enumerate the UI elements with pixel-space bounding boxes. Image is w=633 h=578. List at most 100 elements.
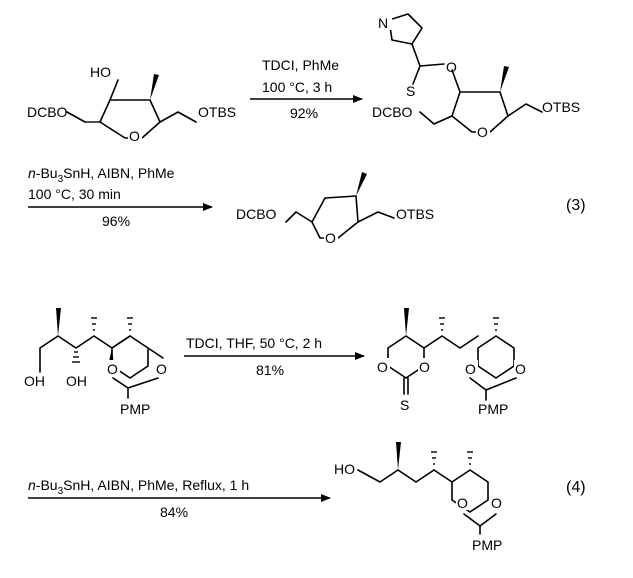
eq4-prod-o2-bg [490,494,504,510]
eq3-sm-dcbo-label: DCBO [27,104,68,120]
eq4-int-o4-bg [514,360,528,376]
eq4-sm-methyl3-hash [127,317,133,331]
eq3-prod-dcbo-label: DCBO [236,206,277,222]
eq4-prod-methyl2-hash [431,451,437,465]
eq4-int-o4: O [515,361,526,377]
eq4-step2-sub: 3 [58,486,64,497]
eq4-step2: n-Bu3SnH, AIBN, PhMe, Reflux, 1 h 84% [28,477,331,520]
eq4-prod-o1-bg [456,494,470,510]
eq3-int-dcbo-label: DCBO [372,104,413,120]
eq4-sm-pmp: PMP [120,401,150,417]
eq4-sm-oh2-hash [72,351,80,363]
eq3-int-otbs-label: OTBS [542,99,580,115]
eq4-int-cs-double [403,377,409,395]
eq4-prod-acetal [463,513,497,527]
eq3-step2-bu: -Bu [36,165,58,181]
eq3-step1-reagents: TDCI, PhMe [262,57,339,73]
eq4-prod-methyl1-wedge [396,442,401,470]
eq4-step1-reagents: TDCI, THF, 50 °C, 2 h [186,335,322,351]
eq4-step1: TDCI, THF, 50 °C, 2 h 81% [184,335,365,378]
eq4-equation-number: (4) [566,479,586,496]
eq3-step2-n-prefix: n [28,165,36,181]
eq3-starting-material: O HO DCBO OTBS [27,64,236,144]
eq4-step2-n-prefix: n [28,477,36,493]
eq3-step1-conditions: 100 °C, 3 h [262,79,332,95]
eq3-sm-right-chain [159,111,197,123]
eq4-sm-oh1: OH [24,373,45,389]
eq4-prod-methyl3-hash [467,451,473,465]
eq4-int-sulfur: S [400,397,409,413]
eq3-int-thiocarbonyl [411,43,445,67]
eq3-int-imidazole-ring [388,13,423,45]
eq4-prod-chain [357,469,435,483]
eq3-step2-sub: 3 [58,174,64,185]
eq4-sm-o1-bg [106,360,120,376]
eq3-prod-right-chain [357,211,395,223]
eq4-int-chain [423,335,479,349]
eq4-int-o3: O [465,361,476,377]
eq4-int-acetal [469,377,517,391]
eq3-prod-left-chain [285,211,313,223]
eq4-step2-rest: SnH, AIBN, PhMe, Reflux, 1 h [63,477,249,493]
eq4-step1-yield: 81% [256,362,284,378]
eq4-prod-o1: O [457,495,468,511]
eq4-step2-reagents: n-Bu3SnH, AIBN, PhMe, Reflux, 1 h [28,477,249,497]
eq3-sm-ring-o-bg [128,127,142,143]
eq3-prod-methyl-wedge [356,172,367,196]
eq3-step1-yield: 92% [290,105,318,121]
eq4-prod-o2: O [491,495,502,511]
eq3-step2-reagents: n-Bu3SnH, AIBN, PhMe [28,165,175,185]
eq4-sm-o2-bond [147,347,164,359]
eq3-step2-yield: 96% [102,213,130,229]
eq4-int-methyl1-wedge [404,308,409,336]
eq4-int-o2: O [419,359,430,375]
eq3-prod-ring-oxygen: O [325,230,336,246]
eq3-int-o-ring-bond [451,69,461,93]
eq3-int-ring-o-bg [476,122,490,138]
eq3-int-ester-o: O [446,59,457,75]
eq4-sm-methyl1-wedge [56,308,61,336]
eq4-int-methyl3-hash [493,317,499,331]
eq3-sm-left-chain [66,111,86,123]
eq3-int-methyl-wedge [500,66,509,92]
eq4-sm-methyl2-hash [91,317,97,331]
eq3-int-right-chain [507,103,543,117]
eq3-int-left-chain [419,111,453,125]
eq4-int-methyl2-hash [439,317,445,331]
eq3-sm-methyl-wedge [150,74,159,100]
eq4-prod-pmp: PMP [472,537,502,553]
eq3-step2-conditions: 100 °C, 30 min [28,186,121,202]
eq3-intermediate: N S O O DCBO OTBS [372,13,580,140]
eq3-step1: TDCI, PhMe 100 °C, 3 h 92% [250,57,363,121]
eq3-int-cs-bond [412,65,421,85]
eq3-int-n-bg [378,14,392,30]
eq3-product: O DCBO OTBS [236,172,434,246]
eq3-sm-ho-label: HO [90,64,111,80]
eq4-sm-oh2: OH [66,373,87,389]
eq3-int-imidazole-n: N [378,15,388,31]
eq4-int-o3-bg [464,360,478,376]
eq4-int-o2-bg [418,358,432,374]
eq4-sm-o1: O [107,361,118,377]
eq3-int-sulfur: S [406,83,415,99]
eq4-int-dioxane [477,335,515,379]
eq4-int-o1: O [377,359,388,375]
eq4-starting-material: OH OH O O PMP [24,308,170,417]
eq3-sm-otbs-label: OTBS [198,104,236,120]
eq3-prod-otbs-label: OTBS [396,206,434,222]
eq3-step2: n-Bu3SnH, AIBN, PhMe 100 °C, 30 min 96% [28,165,213,229]
eq4-step2-bu: -Bu [36,477,58,493]
eq4-prod-dioxane [433,469,489,513]
eq4-sm-o2-bg [156,360,170,376]
eq4-intermediate: O O S O O PMP [376,308,528,417]
eq4-product: HO O O PMP [334,442,504,553]
eq3-sm-ring-oxygen: O [129,128,140,144]
eq4-sm-acetal [112,377,159,389]
eq3-prod-ring-o-bg [324,228,338,244]
eq4-sm-o2: O [156,361,167,377]
eq3-sm-ho-bond [109,79,119,101]
eq3-step2-rest: SnH, AIBN, PhMe [63,165,174,181]
eq4-prod-ho: HO [334,461,355,477]
